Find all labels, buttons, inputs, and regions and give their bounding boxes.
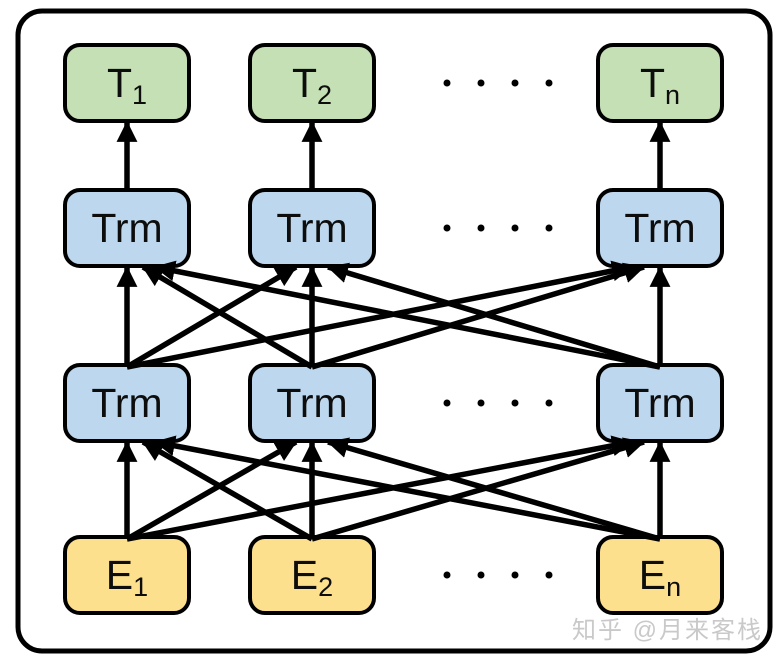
node-outputs-1: T1 bbox=[63, 43, 191, 123]
node-label: Trm bbox=[276, 205, 347, 251]
figure-border bbox=[15, 8, 773, 654]
arrow-embeddings-3-to-trm-layer-1-1 bbox=[153, 435, 661, 542]
node-label: T2 bbox=[292, 60, 332, 110]
arrow-trm-layer-1-1-to-trm-layer-2-2 bbox=[125, 264, 298, 370]
node-label: Trm bbox=[91, 380, 162, 426]
node-label: Trm bbox=[276, 380, 347, 426]
node-outputs-2: T2 bbox=[248, 43, 376, 123]
arrow-trm-layer-1-2-to-trm-layer-2-1 bbox=[141, 264, 314, 370]
node-embeddings-1: E1 bbox=[63, 535, 191, 615]
ellipsis-dot bbox=[545, 224, 553, 232]
node-trm-layer-2-2: Trm bbox=[248, 188, 376, 268]
arrow-embeddings-1-to-trm-layer-1-2 bbox=[125, 439, 298, 542]
arrow-trm-layer-1-1-to-trm-layer-2-3 bbox=[126, 260, 634, 370]
node-trm-layer-1-1: Trm bbox=[63, 363, 191, 443]
node-trm-layer-2-3: Trm bbox=[596, 188, 724, 268]
node-label: En bbox=[639, 552, 681, 602]
arrow-trm-layer-1-3-to-trm-layer-2-2 bbox=[326, 262, 661, 370]
node-embeddings-3: En bbox=[596, 535, 724, 615]
ellipsis-dot bbox=[545, 399, 553, 407]
node-outputs-3: Tn bbox=[596, 43, 724, 123]
node-label: Trm bbox=[91, 205, 162, 251]
ellipsis-dot bbox=[511, 571, 519, 579]
node-trm-layer-1-3: Trm bbox=[596, 363, 724, 443]
node-label: E2 bbox=[291, 552, 333, 602]
ellipsis-dot bbox=[477, 79, 485, 87]
ellipsis-dot bbox=[477, 571, 485, 579]
arrow-embeddings-3-to-trm-layer-1-2 bbox=[326, 437, 661, 542]
node-label: Trm bbox=[624, 380, 695, 426]
node-label: Trm bbox=[624, 205, 695, 251]
arrow-embeddings-2-to-trm-layer-1-3 bbox=[311, 437, 646, 542]
arrow-trm-layer-1-2-to-trm-layer-2-3 bbox=[311, 262, 646, 370]
node-trm-layer-1-2: Trm bbox=[248, 363, 376, 443]
ellipsis-dot bbox=[545, 79, 553, 87]
ellipsis-dot bbox=[511, 79, 519, 87]
ellipsis-dot bbox=[443, 79, 451, 87]
ellipsis-dot bbox=[443, 571, 451, 579]
node-label: Tn bbox=[640, 60, 680, 110]
node-label: E1 bbox=[106, 552, 148, 602]
ellipsis-dot bbox=[511, 399, 519, 407]
arrow-trm-layer-1-3-to-trm-layer-2-1 bbox=[153, 260, 661, 370]
node-trm-layer-2-1: Trm bbox=[63, 188, 191, 268]
watermark: 知乎 @月来客栈 bbox=[571, 617, 763, 644]
node-embeddings-2: E2 bbox=[248, 535, 376, 615]
ellipsis-dot bbox=[477, 399, 485, 407]
ellipsis-dot bbox=[511, 224, 519, 232]
ellipsis-dot bbox=[545, 571, 553, 579]
ellipsis-dot bbox=[443, 399, 451, 407]
arrow-embeddings-2-to-trm-layer-1-1 bbox=[141, 439, 314, 542]
ellipsis-dot bbox=[477, 224, 485, 232]
ellipsis-dot bbox=[443, 224, 451, 232]
node-label: T1 bbox=[107, 60, 147, 110]
arrow-embeddings-1-to-trm-layer-1-3 bbox=[126, 435, 634, 542]
